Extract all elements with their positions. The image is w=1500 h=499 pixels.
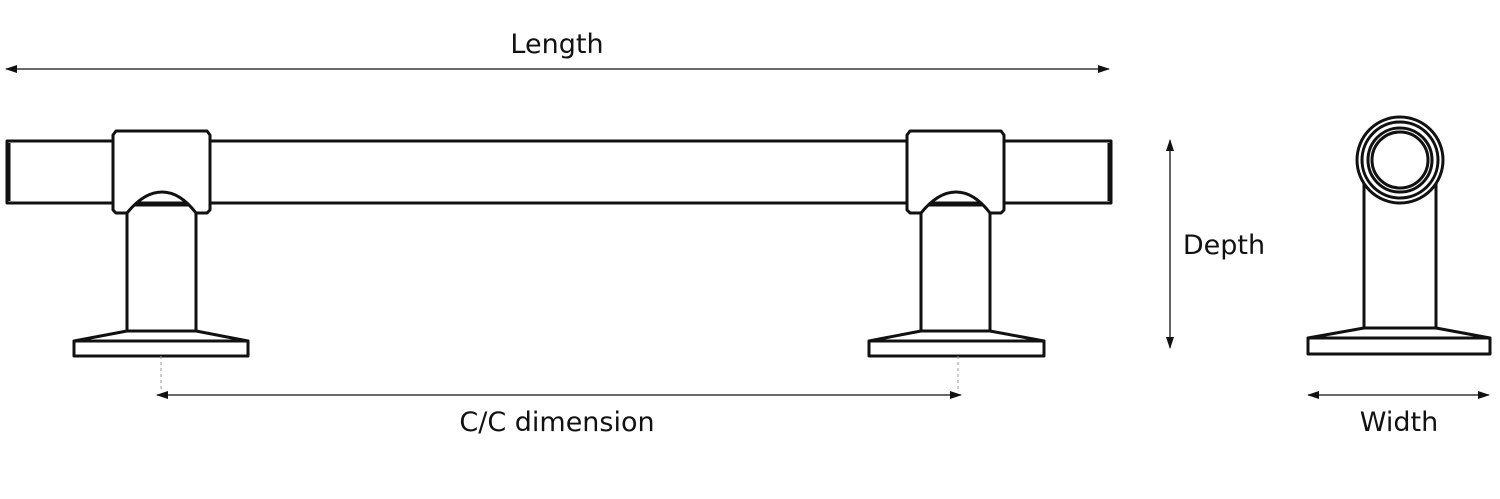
left-post (72, 129, 250, 392)
cc-dimension-label: C/C dimension (459, 407, 654, 438)
depth-label: Depth (1183, 230, 1265, 261)
length-label: Length (510, 29, 603, 60)
side-view (1306, 115, 1492, 356)
right-post (867, 129, 1046, 392)
width-label: Width (1360, 407, 1438, 438)
front-view (5, 129, 1113, 392)
